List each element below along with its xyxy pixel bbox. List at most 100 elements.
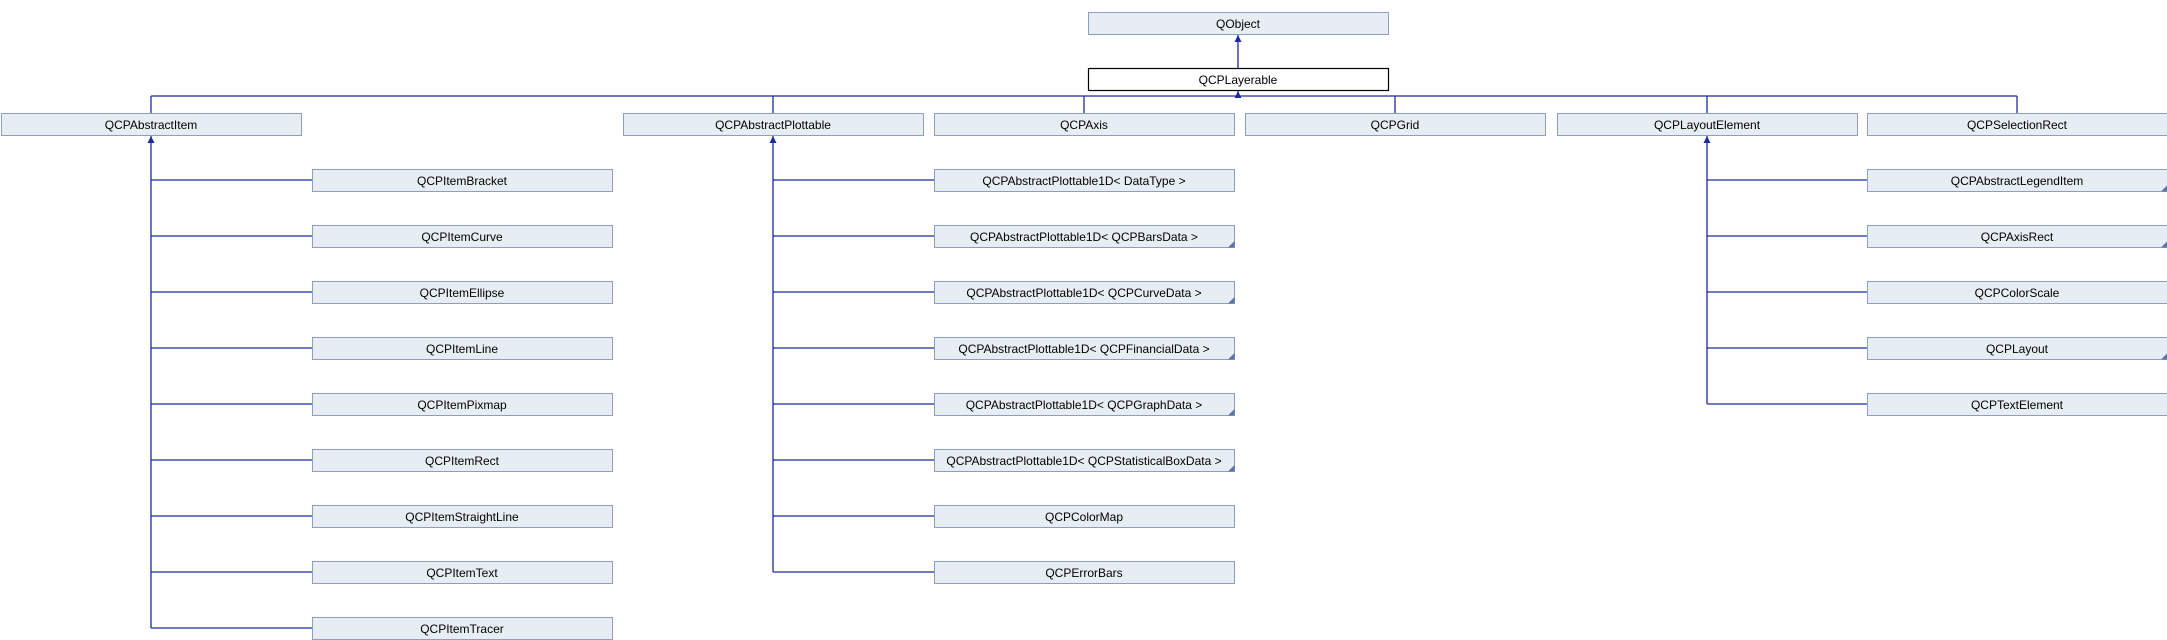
class-node-qcplayout[interactable]: QCPLayout <box>1867 337 2167 360</box>
class-node-qcpitemstraightline[interactable]: QCPItemStraightLine <box>312 505 613 528</box>
class-node-qcpabstractplottable[interactable]: QCPAbstractPlottable <box>623 113 924 136</box>
class-node-qcpaxisrect[interactable]: QCPAxisRect <box>1867 225 2167 248</box>
class-box <box>934 449 1235 472</box>
class-label: QCPItemBracket <box>417 174 508 188</box>
class-box <box>312 561 613 584</box>
class-box <box>934 225 1235 248</box>
class-box <box>1867 281 2167 304</box>
class-box <box>312 281 613 304</box>
class-box <box>1245 113 1546 136</box>
class-node-qcperrorbars[interactable]: QCPErrorBars <box>934 561 1235 584</box>
class-label: QCPItemLine <box>426 342 498 356</box>
class-label: QCPColorMap <box>1045 510 1123 524</box>
class-node-qobject[interactable]: QObject <box>1088 12 1389 35</box>
inheritance-edges <box>147 35 2018 629</box>
class-box <box>1 113 302 136</box>
class-label: QCPLayerable <box>1199 73 1278 87</box>
class-box <box>934 337 1235 360</box>
class-label: QCPErrorBars <box>1045 566 1122 580</box>
class-node-plottable1d-datatype[interactable]: QCPAbstractPlottable1D< DataType > <box>934 169 1235 192</box>
class-label: QCPAxisRect <box>1981 230 2054 244</box>
class-box <box>1087 67 1390 92</box>
class-box <box>1867 113 2167 136</box>
class-label: QCPAbstractLegendItem <box>1951 174 2084 188</box>
class-label: QObject <box>1216 17 1261 31</box>
class-node-qcplayerable[interactable]: QCPLayerable <box>1087 67 1390 92</box>
class-label: QCPTextElement <box>1971 398 2064 412</box>
class-label: QCPGrid <box>1371 118 1420 132</box>
inheritance-arrowhead <box>1234 91 1242 98</box>
inheritance-arrowhead <box>147 136 155 143</box>
class-label: QCPItemStraightLine <box>405 510 519 524</box>
truncated-subclasses-marker <box>2161 353 2167 360</box>
class-box <box>934 169 1235 192</box>
class-label: QCPAbstractPlottable1D< QCPCurveData > <box>966 286 1201 300</box>
class-label: QCPAbstractPlottable1D< QCPGraphData > <box>966 398 1203 412</box>
class-box <box>934 505 1235 528</box>
class-box <box>934 281 1235 304</box>
class-label: QCPAbstractPlottable <box>715 118 831 132</box>
class-box <box>312 225 613 248</box>
class-node-plottable1d-curve[interactable]: QCPAbstractPlottable1D< QCPCurveData > <box>934 281 1235 304</box>
class-node-qcpcolormap[interactable]: QCPColorMap <box>934 505 1235 528</box>
class-node-qcpitemellipse[interactable]: QCPItemEllipse <box>312 281 613 304</box>
class-label: QCPLayout <box>1986 342 2049 356</box>
class-label: QCPAbstractPlottable1D< QCPFinancialData… <box>958 342 1209 356</box>
class-box <box>934 113 1235 136</box>
class-label: QCPItemCurve <box>421 230 503 244</box>
truncated-subclasses-marker <box>2161 241 2167 248</box>
class-node-qcpabstractitem[interactable]: QCPAbstractItem <box>1 113 302 136</box>
class-box <box>312 169 613 192</box>
class-box <box>934 393 1235 416</box>
class-label: QCPItemPixmap <box>417 398 507 412</box>
class-box <box>312 393 613 416</box>
class-node-qcplayoutelement[interactable]: QCPLayoutElement <box>1557 113 1858 136</box>
class-box <box>1867 393 2167 416</box>
class-node-qcpitemtracer[interactable]: QCPItemTracer <box>312 617 613 640</box>
class-node-qcpitembracket[interactable]: QCPItemBracket <box>312 169 613 192</box>
inheritance-arrowhead <box>1703 136 1711 143</box>
class-label: QCPAbstractItem <box>105 118 197 132</box>
class-node-qcpitemrect[interactable]: QCPItemRect <box>312 449 613 472</box>
class-node-plottable1d-bars[interactable]: QCPAbstractPlottable1D< QCPBarsData > <box>934 225 1235 248</box>
class-node-qcpitemline[interactable]: QCPItemLine <box>312 337 613 360</box>
class-node-qcpitemtext[interactable]: QCPItemText <box>312 561 613 584</box>
class-label: QCPItemEllipse <box>420 286 505 300</box>
class-node-qcpselectionrect[interactable]: QCPSelectionRect <box>1867 113 2167 136</box>
class-box <box>1088 12 1389 35</box>
class-label: QCPItemTracer <box>420 622 504 636</box>
class-label: QCPItemRect <box>425 454 500 468</box>
class-node-plottable1d-financial[interactable]: QCPAbstractPlottable1D< QCPFinancialData… <box>934 337 1235 360</box>
class-box <box>312 337 613 360</box>
class-label: QCPColorScale <box>1975 286 2060 300</box>
truncated-subclasses-marker <box>2161 185 2167 192</box>
class-node-qcpitempixmap[interactable]: QCPItemPixmap <box>312 393 613 416</box>
class-label: QCPItemText <box>426 566 498 580</box>
class-node-qcpabstractlegenditem[interactable]: QCPAbstractLegendItem <box>1867 169 2167 192</box>
inheritance-arrowhead <box>1234 35 1242 42</box>
class-node-qcpcolorscale[interactable]: QCPColorScale <box>1867 281 2167 304</box>
class-box <box>1867 225 2167 248</box>
class-node-plottable1d-graph[interactable]: QCPAbstractPlottable1D< QCPGraphData > <box>934 393 1235 416</box>
class-box <box>1867 169 2167 192</box>
class-label: QCPAbstractPlottable1D< QCPBarsData > <box>970 230 1198 244</box>
class-node-plottable1d-statbox[interactable]: QCPAbstractPlottable1D< QCPStatisticalBo… <box>934 449 1235 472</box>
class-box <box>312 505 613 528</box>
class-node-qcpaxis[interactable]: QCPAxis <box>934 113 1235 136</box>
class-node-qcpgrid[interactable]: QCPGrid <box>1245 113 1546 136</box>
class-box <box>1867 337 2167 360</box>
class-box <box>312 449 613 472</box>
class-node-qcptextelement[interactable]: QCPTextElement <box>1867 393 2167 416</box>
class-node-qcpitemcurve[interactable]: QCPItemCurve <box>312 225 613 248</box>
class-box <box>623 113 924 136</box>
class-label: QCPAbstractPlottable1D< DataType > <box>982 174 1185 188</box>
truncated-subclasses-marker <box>1228 353 1235 360</box>
class-label: QCPAbstractPlottable1D< QCPStatisticalBo… <box>946 454 1221 468</box>
truncated-subclasses-marker <box>1228 297 1235 304</box>
inheritance-arrowhead <box>769 136 777 143</box>
class-label: QCPSelectionRect <box>1967 118 2068 132</box>
class-box <box>934 561 1235 584</box>
truncated-subclasses-marker <box>1228 465 1235 472</box>
